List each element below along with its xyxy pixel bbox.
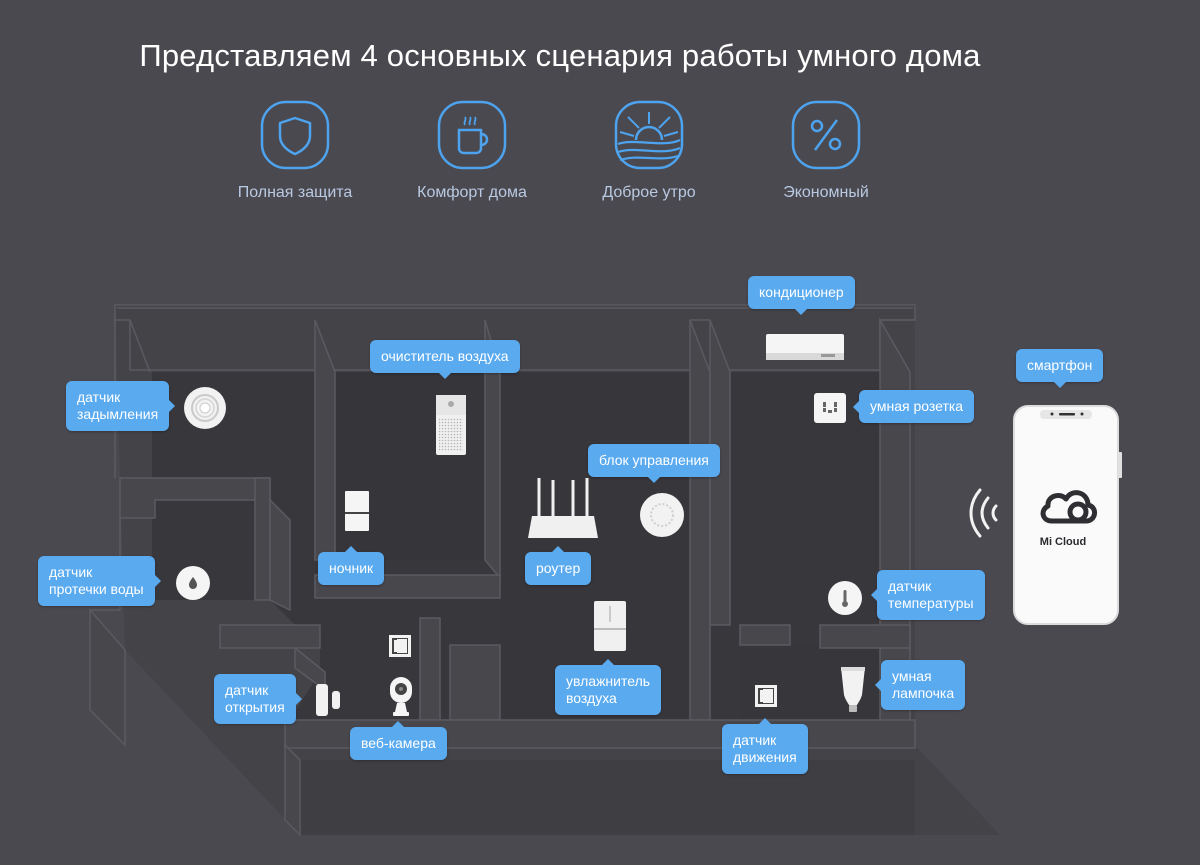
scenario-label: Комфорт дома xyxy=(417,184,527,201)
air-purifier-icon[interactable] xyxy=(435,394,467,461)
scenario-home-comfort[interactable]: Комфорт дома xyxy=(392,100,552,202)
door-sensor-icon[interactable] xyxy=(314,683,344,722)
tag-smartphone: смартфон xyxy=(1016,349,1104,388)
tag-text: ночник xyxy=(329,560,374,576)
tag-text: датчик движения xyxy=(733,732,797,765)
scenario-good-morning[interactable]: Доброе утро xyxy=(569,100,729,202)
tag-text: датчик открытия xyxy=(225,682,285,715)
router-icon[interactable] xyxy=(528,476,598,547)
tag-text: блок управления xyxy=(599,452,709,468)
shield-icon xyxy=(260,100,330,170)
control-hub-icon[interactable] xyxy=(639,492,685,543)
cup-icon xyxy=(437,100,507,170)
tag-humidifier: увлажнитель воздуха xyxy=(555,659,662,715)
tag-motion-sensor: датчик движения xyxy=(722,718,808,774)
tag-smart-socket: умная розетка xyxy=(852,390,975,423)
scenario-label: Экономный xyxy=(783,184,869,201)
page-title: Представляем 4 основных сценария работы … xyxy=(139,38,981,73)
tag-router: роутер xyxy=(525,546,592,585)
percent-icon xyxy=(791,100,861,170)
smoke-sensor-icon[interactable] xyxy=(183,386,227,435)
tag-text: увлажнитель воздуха xyxy=(566,673,651,706)
tag-control-hub: блок управления xyxy=(588,444,720,483)
motion-sensor-icon[interactable] xyxy=(754,684,778,713)
tag-water-leak-sensor: датчик протечки воды xyxy=(38,556,161,606)
tag-text: роутер xyxy=(536,560,581,576)
tag-text: датчик протечки воды xyxy=(49,564,144,597)
night-light-icon[interactable] xyxy=(344,490,370,537)
tag-night-light: ночник xyxy=(318,546,385,585)
tag-web-camera: веб-камера xyxy=(350,721,447,760)
scenario-label: Доброе утро xyxy=(602,184,696,201)
smart-socket-icon[interactable] xyxy=(813,392,847,429)
smart-bulb-icon[interactable] xyxy=(840,665,866,718)
tag-text: смартфон xyxy=(1027,357,1093,373)
tag-text: кондиционер xyxy=(759,284,844,300)
temperature-sensor-icon[interactable] xyxy=(827,580,863,621)
tag-door-sensor: датчик открытия xyxy=(214,674,302,724)
tag-temperature-sensor: датчик температуры xyxy=(871,570,985,620)
mi-cloud-label: Mi Cloud xyxy=(1039,536,1087,548)
scenario-full-protection[interactable]: Полная защита xyxy=(215,100,375,202)
wifi-signal-icon xyxy=(966,478,1006,553)
tag-text: веб-камера xyxy=(361,735,436,751)
tag-smoke-sensor: датчик задымления xyxy=(66,381,176,431)
sunrise-icon xyxy=(614,100,684,170)
air-conditioner-icon[interactable] xyxy=(765,333,845,366)
smartphone-icon[interactable] xyxy=(1012,404,1122,633)
scenario-economy[interactable]: Экономный xyxy=(746,100,906,202)
tag-smart-bulb: умная лампочка xyxy=(874,660,966,710)
tag-air-purifier: очиститель воздуха xyxy=(370,340,520,379)
tag-text: датчик задымления xyxy=(77,389,159,422)
tag-text: умная розетка xyxy=(870,398,964,414)
humidifier-icon[interactable] xyxy=(593,600,627,657)
scenario-label: Полная защита xyxy=(237,184,353,201)
tag-text: датчик температуры xyxy=(888,578,974,611)
tag-text: очиститель воздуха xyxy=(381,348,509,364)
web-camera-icon[interactable] xyxy=(388,676,414,723)
switch-icon[interactable] xyxy=(388,634,412,663)
water-leak-sensor-icon[interactable] xyxy=(175,565,211,606)
tag-air-conditioner: кондиционер xyxy=(748,276,855,315)
tag-text: умная лампочка xyxy=(892,668,955,701)
